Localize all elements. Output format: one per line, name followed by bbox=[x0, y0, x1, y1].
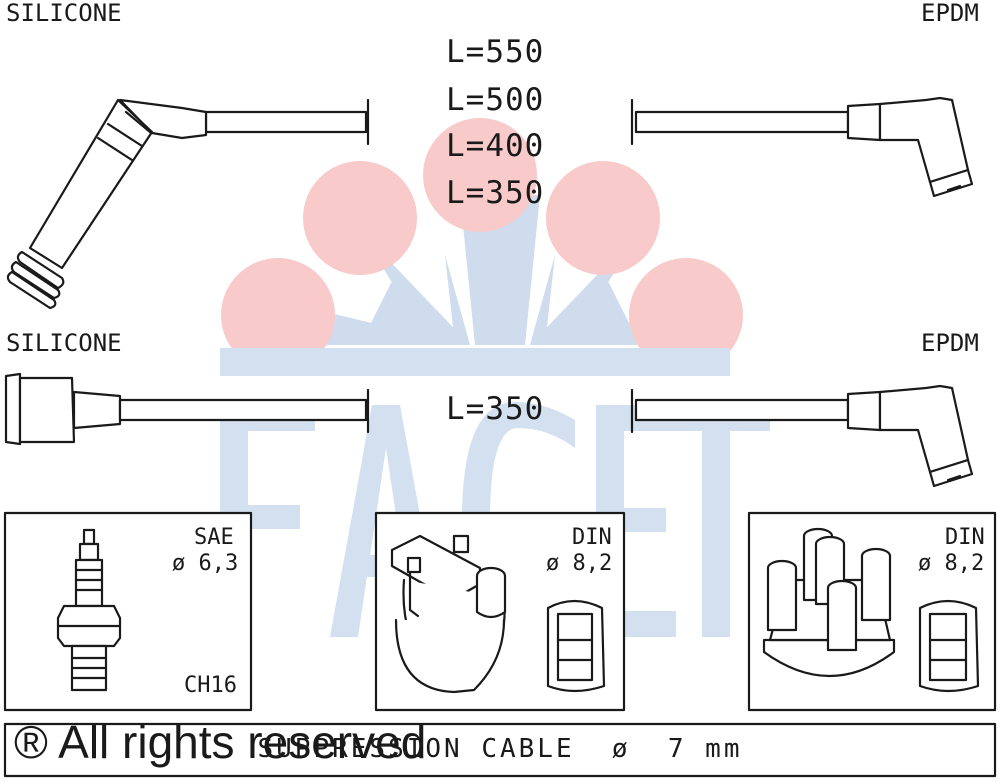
distributor-cap-icon bbox=[762, 527, 896, 677]
spark-plug-standard: SAE bbox=[194, 525, 234, 550]
cable-note-box bbox=[3, 722, 997, 778]
distributor-diameter: ø 8,2 bbox=[918, 551, 985, 576]
copyright-notice: ® All rights reserved bbox=[14, 716, 427, 768]
top-length-3: L=400 bbox=[446, 128, 545, 164]
spark-plug-icon bbox=[56, 528, 122, 692]
bottom-length: L=350 bbox=[446, 391, 545, 427]
spark-plug-code: CH16 bbox=[184, 673, 237, 698]
suppression-cable-note: SUPPRESSION CABLE ø 7 mm bbox=[257, 734, 743, 764]
straight-plug-boot-icon bbox=[4, 372, 368, 446]
spark-plug-diameter: ø 6,3 bbox=[172, 551, 239, 576]
ignition-coil-icon bbox=[390, 534, 507, 694]
spark-plug-box bbox=[3, 511, 253, 712]
distributor-standard: DIN bbox=[945, 525, 985, 550]
angled-coil-boot-icon-2 bbox=[630, 384, 974, 488]
coil-standard: DIN bbox=[572, 525, 612, 550]
bottom-right-material: EPDM bbox=[921, 329, 979, 357]
bottom-left-material: SILICONE bbox=[6, 329, 122, 357]
top-right-material: EPDM bbox=[921, 0, 979, 27]
distributor-boot-section-icon bbox=[918, 599, 980, 693]
angled-plug-boot-icon bbox=[6, 98, 368, 310]
top-length-1: L=550 bbox=[446, 34, 545, 70]
coil-diameter: ø 8,2 bbox=[546, 551, 613, 576]
top-length-2: L=500 bbox=[446, 82, 545, 118]
coil-boot-section-icon bbox=[546, 599, 606, 693]
top-left-material: SILICONE bbox=[6, 0, 122, 27]
angled-coil-boot-icon bbox=[630, 96, 974, 198]
top-length-4: L=350 bbox=[446, 175, 545, 211]
